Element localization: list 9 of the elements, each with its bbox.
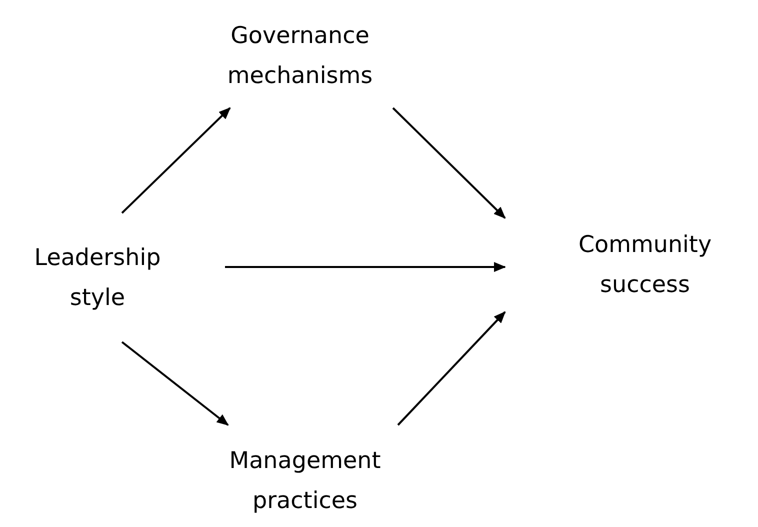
node-label: Leadership style: [33, 244, 162, 312]
node-label: Management practices: [228, 447, 382, 516]
arrow: [392, 107, 506, 219]
node-label: Community success: [577, 231, 713, 300]
node-label: Governance mechanisms: [226, 22, 374, 91]
arrow: [225, 262, 506, 272]
arrow: [121, 341, 229, 426]
arrow: [121, 107, 231, 214]
arrow: [397, 311, 506, 426]
